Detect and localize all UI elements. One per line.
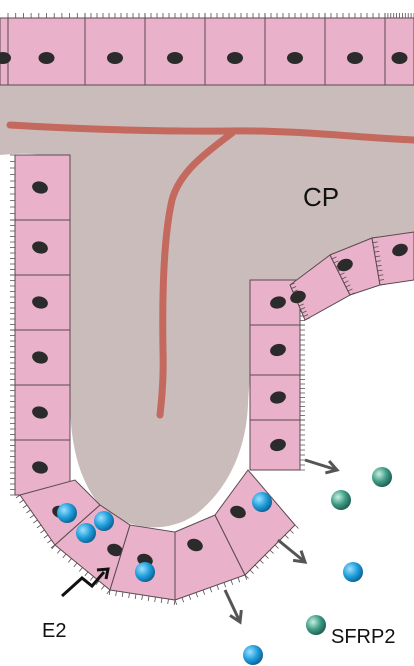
open-arrowhead-icon (305, 460, 337, 473)
villus-epithelial-cell (372, 232, 414, 285)
e2-molecule (243, 645, 263, 665)
sfrp2-molecule (331, 490, 351, 510)
top-epithelial-cell (385, 13, 414, 85)
open-arrowhead-icon (278, 540, 305, 562)
villus-epithelial-cell (10, 330, 70, 385)
e2-molecule (343, 562, 363, 582)
e2-molecule (76, 523, 96, 543)
villus-epithelial-cell (10, 155, 70, 220)
villus-epithelial-cell (250, 375, 305, 420)
e2-molecule (252, 492, 272, 512)
top-epithelial-cell (265, 13, 325, 85)
villus-epithelial-cell (250, 420, 305, 470)
cp-label: CP (303, 182, 339, 212)
e2-label: E2 (42, 620, 66, 642)
nucleus (39, 52, 55, 64)
top-epithelial-cell (205, 13, 265, 85)
e2-molecule (94, 511, 114, 531)
top-epithelial-cell (8, 13, 85, 85)
sfrp2-molecule (372, 467, 392, 487)
villus-epithelial-cell (10, 385, 70, 440)
villus-epithelial-cell (10, 275, 70, 330)
nucleus (347, 52, 363, 64)
open-arrowhead-icon (225, 590, 241, 622)
top-epithelial-cell (85, 13, 145, 85)
sfrp2-label: SFRP2 (331, 626, 395, 648)
nucleus (167, 52, 183, 64)
nucleus (227, 52, 243, 64)
nucleus (287, 52, 303, 64)
e2-molecule (57, 503, 77, 523)
e2-molecule (135, 562, 155, 582)
nucleus (107, 52, 123, 64)
nucleus (392, 52, 408, 64)
villus-epithelial-cell (10, 220, 70, 275)
villus-epithelial-cell (250, 325, 305, 375)
top-epithelial-cell (325, 13, 385, 85)
top-epithelial-cell (145, 13, 205, 85)
sfrp2-molecule (306, 615, 326, 635)
